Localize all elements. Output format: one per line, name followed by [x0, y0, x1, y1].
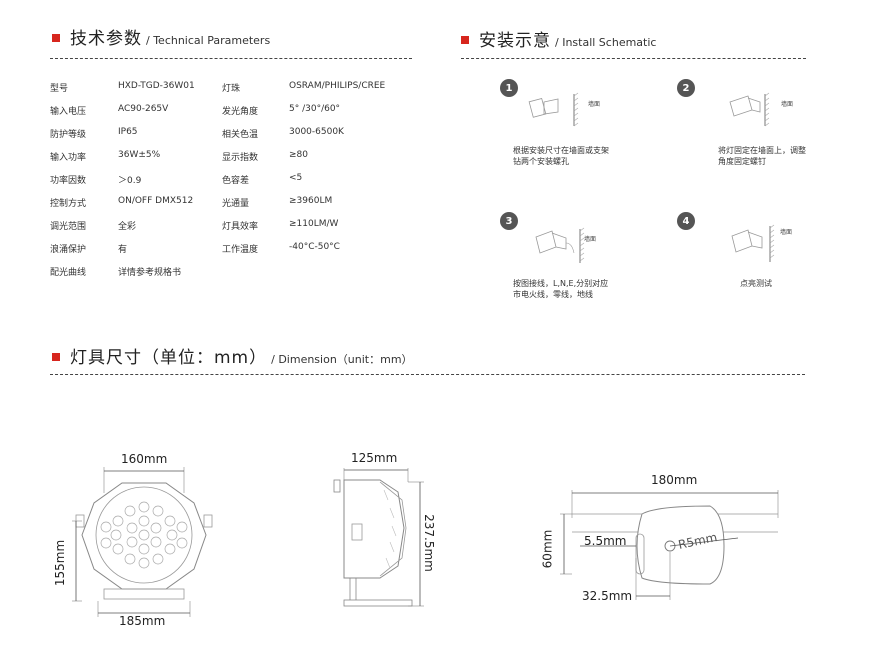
step-1-wall-label: 墙面 — [588, 101, 601, 108]
spec-value: <5 — [289, 173, 303, 183]
dimension-title-zh: 灯具尺寸（单位：mm） — [70, 348, 268, 368]
bracket-width-dimension: 180mm — [651, 473, 698, 487]
step-3-caption: 按图接线，L,N,E,分别对应 市电火线，零线，地线 — [513, 279, 609, 299]
spec-label: 调光范围 — [50, 222, 87, 232]
technical-divider — [50, 58, 412, 59]
spec-value: HXD-TGD-36W01 — [118, 81, 195, 91]
spec-label: 输入功率 — [50, 153, 87, 163]
spec-value: OSRAM/PHILIPS/CREE — [289, 81, 386, 91]
spec-label: 配光曲线 — [50, 268, 87, 278]
bracket-height-dimension: 60mm — [540, 529, 555, 569]
spec-label: 灯珠 — [222, 84, 241, 94]
step-1-illustration — [528, 92, 579, 127]
side-height-dimension: 237.5mm — [421, 514, 436, 572]
spec-label: 光通量 — [222, 199, 250, 209]
side-top-dimension: 125mm — [351, 451, 398, 465]
step-3-wall-label: 墙面 — [584, 236, 597, 243]
spec-value: 详情参考规格书 — [118, 268, 182, 278]
spec-value: AC90-265V — [118, 104, 169, 114]
spec-value: ≥3960LM — [289, 196, 333, 206]
spec-label: 防护等级 — [50, 130, 87, 140]
bracket-offset-dimension: 32.5mm — [582, 589, 633, 603]
spec-label: 色容差 — [222, 176, 250, 186]
install-title-en: / Install Schematic — [555, 36, 657, 49]
dimension-section-header: 灯具尺寸（单位：mm） / Dimension（unit：mm） — [52, 343, 413, 368]
spec-label: 输入电压 — [50, 107, 87, 117]
step-4-caption: 点亮测试 — [740, 279, 772, 288]
dimension-divider — [50, 374, 805, 375]
spec-value: 3000-6500K — [289, 127, 344, 137]
technical-section-header: 技术参数 / Technical Parameters — [52, 24, 270, 49]
spec-value: ≥110LM/W — [289, 219, 339, 229]
spec-label: 浪涌保护 — [50, 245, 87, 255]
install-section-header: 安装示意 / Install Schematic — [461, 26, 656, 51]
technical-title-en: / Technical Parameters — [146, 34, 271, 47]
front-top-dimension: 160mm — [121, 452, 168, 466]
spec-label: 功率因数 — [50, 176, 87, 186]
step-4-wall-label: 墙面 — [780, 229, 793, 236]
spec-value: -40°C-50°C — [289, 242, 340, 252]
bracket-view-drawing — [560, 490, 779, 600]
spec-label: 灯具效率 — [222, 222, 259, 232]
dimension-title-en: / Dimension（unit：mm） — [271, 353, 413, 366]
spec-value: 5° /30°/60° — [289, 104, 341, 114]
spec-value: 全彩 — [118, 222, 137, 232]
step-4-number: 4 — [677, 212, 695, 230]
step-2-wall-label: 墙面 — [781, 101, 794, 108]
spec-label: 控制方式 — [50, 199, 87, 209]
spec-value: 36W±5% — [118, 150, 161, 160]
step-1-caption: 根据安装尺寸在墙面或支架 钻两个安装螺孔 — [513, 146, 609, 166]
step-2-illustration — [729, 92, 770, 127]
step-3-number: 3 — [500, 212, 518, 230]
side-view-drawing — [333, 468, 424, 607]
spec-label: 显示指数 — [222, 153, 259, 163]
red-square-bullet — [52, 34, 60, 42]
front-view-drawing — [72, 467, 213, 617]
red-square-bullet — [461, 36, 469, 44]
spec-label: 工作温度 — [222, 245, 259, 255]
spec-row: 型号 — [50, 84, 69, 94]
spec-label: 发光角度 — [222, 107, 259, 117]
step-1-number: 1 — [500, 79, 518, 97]
technical-title-zh: 技术参数 — [70, 29, 142, 49]
spec-value: ≥80 — [289, 150, 308, 160]
step-2-number: 2 — [677, 79, 695, 97]
step-3-illustration — [535, 227, 585, 263]
spec-value: IP65 — [118, 127, 138, 137]
step-4-illustration — [731, 224, 775, 262]
bracket-slot-dimension: 5.5mm — [584, 534, 627, 548]
spec-value: 有 — [118, 245, 128, 255]
red-square-bullet — [52, 353, 60, 361]
spec-value: ON/OFF DMX512 — [118, 196, 194, 206]
install-divider — [461, 58, 806, 59]
front-bottom-dimension: 185mm — [119, 614, 166, 628]
spec-label: 相关色温 — [222, 130, 259, 140]
spec-value: ＞0.9 — [118, 176, 142, 186]
front-side-dimension: 155mm — [53, 539, 68, 587]
install-title-zh: 安装示意 — [479, 31, 551, 51]
step-2-caption: 将灯固定在墙面上，调整 角度固定螺钉 — [718, 146, 806, 166]
